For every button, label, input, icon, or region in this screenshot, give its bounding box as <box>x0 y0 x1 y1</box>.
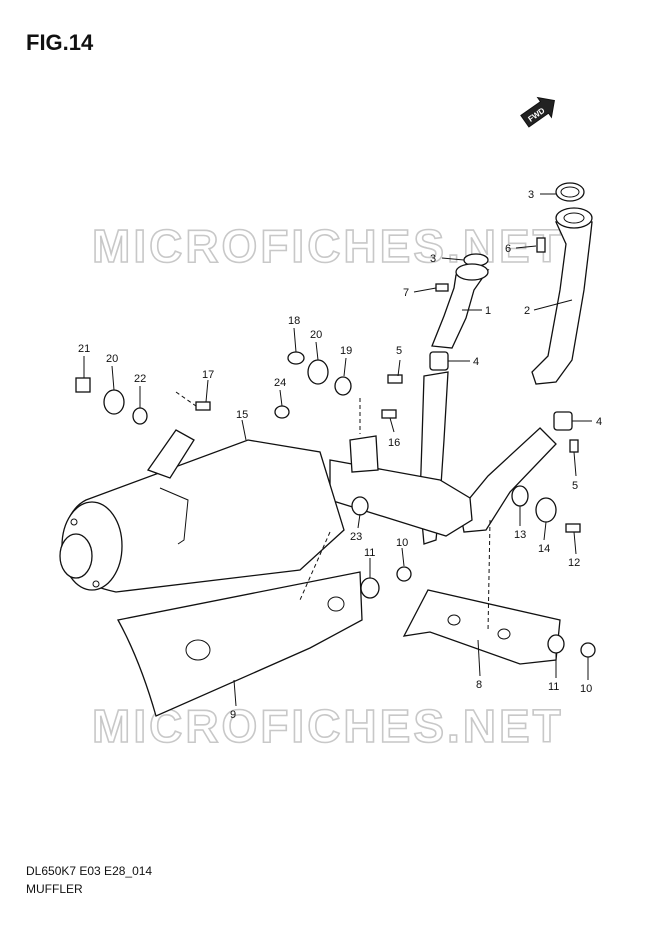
bolt-5-right <box>569 439 579 453</box>
washer-22 <box>132 407 148 425</box>
callout-5-right: 5 <box>572 480 578 492</box>
callout-20-top: 20 <box>310 329 322 341</box>
rubber-20-left <box>103 389 125 415</box>
bolt-10-right <box>580 642 596 658</box>
callout-10-right: 10 <box>580 683 592 695</box>
exhaust-pipe-1 <box>431 269 490 349</box>
callout-15: 15 <box>236 409 248 421</box>
callout-11-right: 11 <box>548 681 559 693</box>
bolt-7 <box>435 283 449 292</box>
collar-11-right <box>547 634 565 654</box>
callout-16: 16 <box>388 437 400 449</box>
collar-19 <box>334 376 352 396</box>
connector-4-left <box>429 351 449 371</box>
muffler-band <box>159 487 189 545</box>
callout-14: 14 <box>538 543 550 555</box>
callout-18: 18 <box>288 315 300 327</box>
collector-body <box>329 459 473 537</box>
rubber-14 <box>535 497 557 523</box>
muffler-bracket-right <box>349 435 379 473</box>
rubber-20-top <box>307 359 329 385</box>
heat-shield-8 <box>402 589 561 665</box>
callout-8: 8 <box>476 679 482 691</box>
callout-6: 6 <box>505 243 511 255</box>
figure-title: FIG.14 <box>26 30 94 55</box>
callout-9: 9 <box>230 709 236 721</box>
fwd-arrow-icon: FWD <box>520 96 555 128</box>
callout-1: 1 <box>485 305 491 317</box>
callout-12: 12 <box>568 557 580 569</box>
bolt-17 <box>195 401 211 411</box>
bolt-10-mid <box>396 566 412 582</box>
callout-2: 2 <box>524 305 530 317</box>
collector-pipe <box>459 427 557 533</box>
callout-23: 23 <box>350 531 362 543</box>
gasket-top <box>555 182 585 202</box>
callout-13: 13 <box>514 529 526 541</box>
bolt-5-left <box>387 374 403 384</box>
callout-17: 17 <box>202 369 214 381</box>
callout-4-left: 4 <box>473 356 479 368</box>
washer-13 <box>511 485 529 507</box>
callout-3-top: 3 <box>528 189 534 201</box>
callout-7: 7 <box>403 287 409 299</box>
watermark-top: MICROFICHES.NET <box>92 220 564 272</box>
bolt-6 <box>536 237 546 253</box>
nut-24 <box>274 405 290 419</box>
callout-10-mid: 10 <box>396 537 408 549</box>
grommet-23 <box>351 496 369 516</box>
bolt-16 <box>381 409 397 419</box>
bolt-21 <box>75 377 91 393</box>
figure-code: DL650K7 E03 E28_014 <box>26 864 153 878</box>
washer-18 <box>287 351 305 365</box>
callout-3-middle: 3 <box>430 253 436 265</box>
muffler-tail-pipe <box>59 533 93 579</box>
callout-4-right: 4 <box>596 416 602 428</box>
connector-4-right <box>553 411 573 431</box>
callout-5-left: 5 <box>396 345 402 357</box>
callout-20-left: 20 <box>106 353 118 365</box>
callout-21: 21 <box>78 343 90 355</box>
callout-22: 22 <box>134 373 146 385</box>
callout-24: 24 <box>274 377 286 389</box>
callout-11-mid: 11 <box>364 547 375 559</box>
heat-shield-9 <box>117 571 363 717</box>
bolt-12 <box>565 523 581 533</box>
figure-name: MUFFLER <box>26 882 83 896</box>
muffler-bracket <box>146 429 195 479</box>
callout-19: 19 <box>340 345 352 357</box>
collar-11-mid <box>360 577 380 599</box>
